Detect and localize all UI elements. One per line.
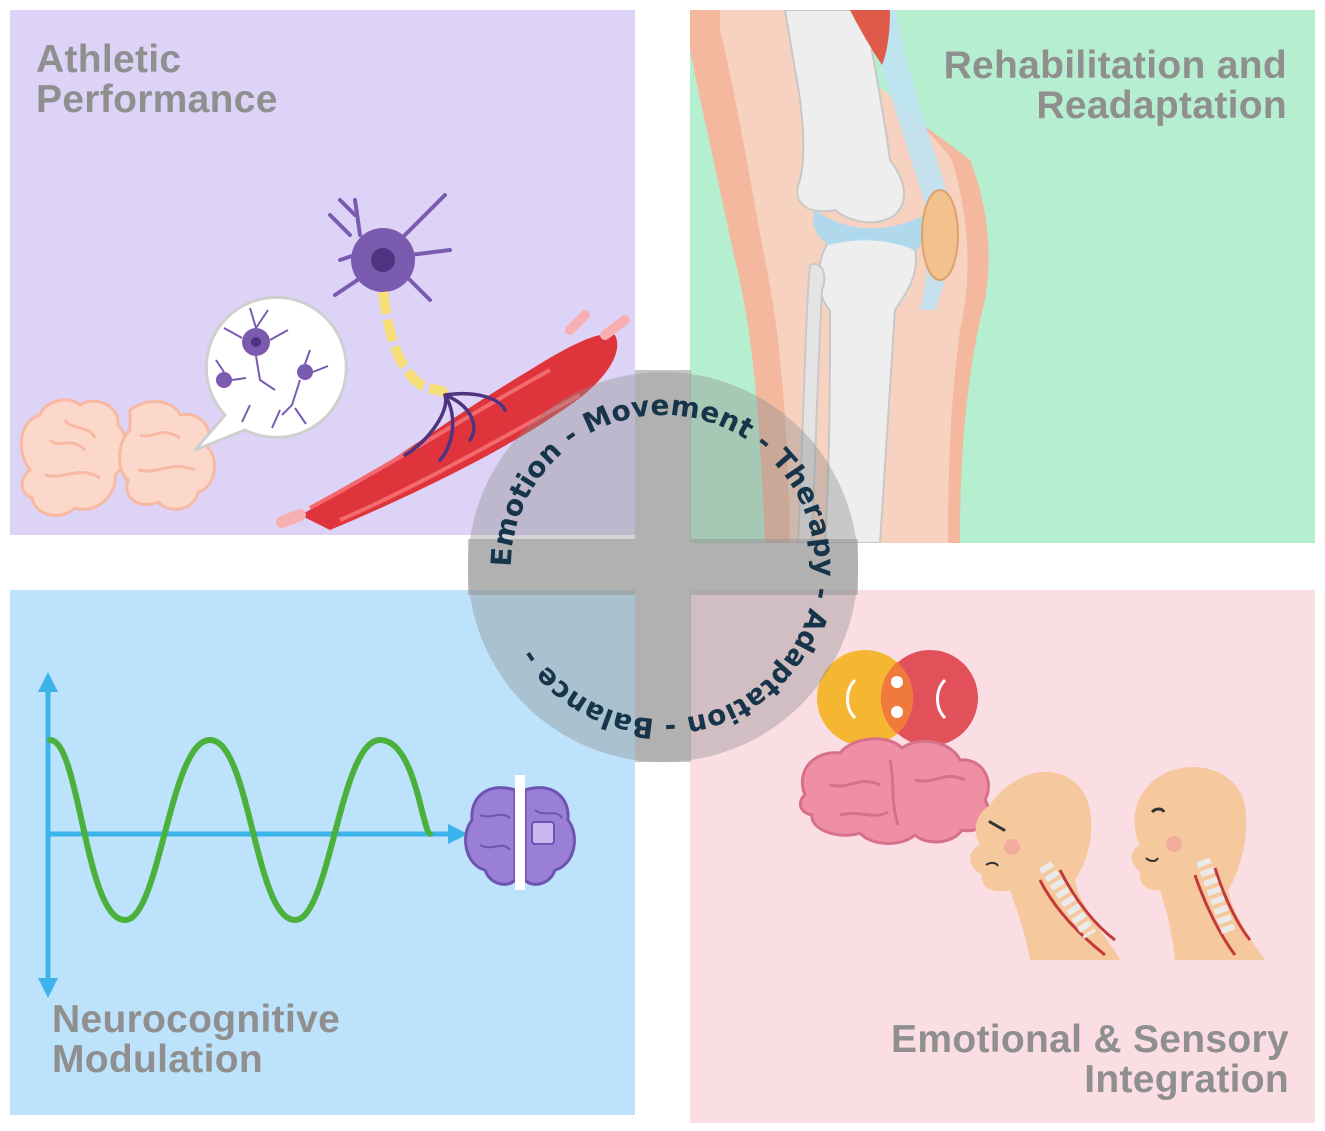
panel-neurocognitive-modulation: Neurocognitive Modulation — [10, 590, 635, 1115]
panel-rehabilitation-readaptation: Rehabilitation and Readaptation — [690, 10, 1315, 543]
brain-puzzle-icon — [464, 775, 576, 890]
title-line: Readaptation — [1036, 84, 1287, 127]
neurocognitive-illustration — [38, 672, 576, 998]
knee-joint-icon — [690, 10, 989, 543]
emotion-faces-icon — [817, 650, 978, 746]
title-line: Athletic — [36, 38, 182, 81]
head-neck-icon — [1131, 767, 1265, 960]
brain-icon — [798, 737, 990, 845]
neuron-icon — [328, 193, 507, 462]
title-line: Performance — [36, 78, 278, 121]
title-line: Rehabilitation and — [943, 44, 1287, 87]
panel-title-emotional-sensory: Emotional & Sensory Integration — [891, 1020, 1289, 1100]
panel-title-athletic-performance: Athletic Performance — [36, 40, 278, 120]
head-neck-icon — [970, 771, 1120, 960]
emotional-illustration — [798, 650, 1265, 960]
title-line: Modulation — [52, 1038, 263, 1081]
brain-icon — [19, 398, 217, 517]
panel-athletic-performance: Athletic Performance — [10, 10, 635, 535]
panel-title-neurocognitive: Neurocognitive Modulation — [52, 1000, 340, 1080]
panel-emotional-sensory-integration: Emotional & Sensory Integration — [690, 590, 1315, 1123]
title-line: Neurocognitive — [52, 998, 341, 1041]
sine-wave-icon — [47, 736, 433, 924]
neuron-bubble-icon — [193, 295, 348, 452]
title-line: Emotional & Sensory — [891, 1018, 1289, 1061]
title-line: Integration — [1084, 1058, 1289, 1101]
panel-title-rehabilitation: Rehabilitation and Readaptation — [944, 46, 1287, 126]
